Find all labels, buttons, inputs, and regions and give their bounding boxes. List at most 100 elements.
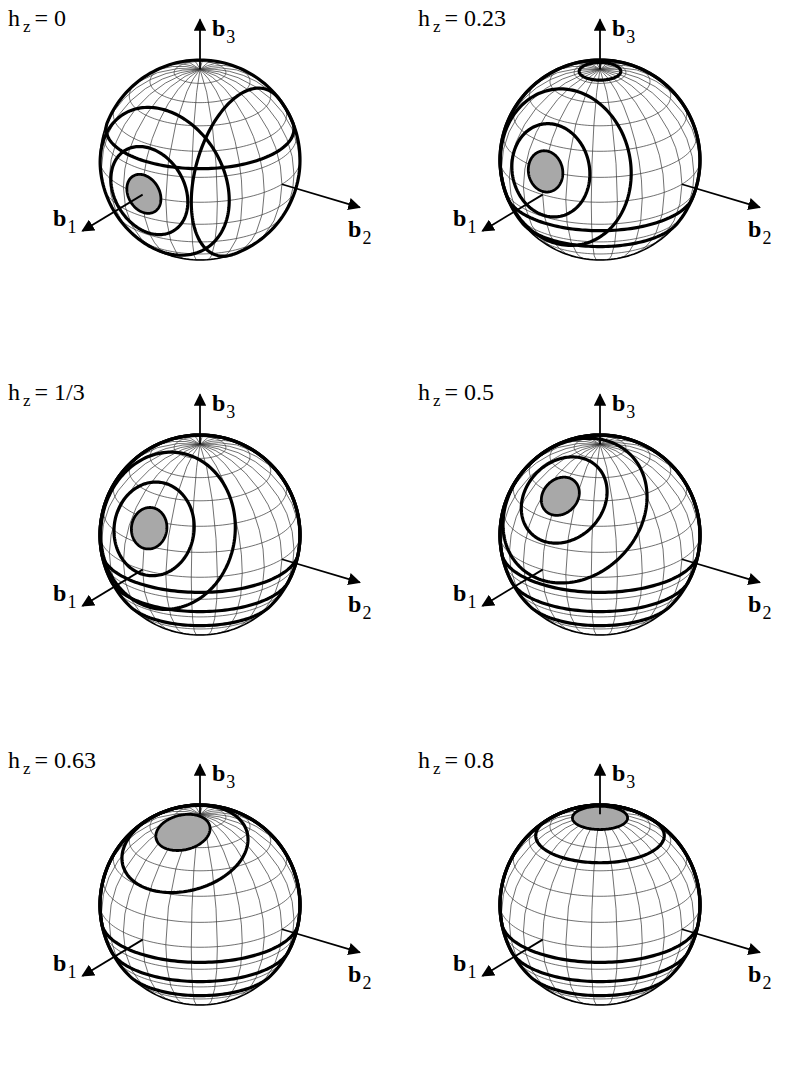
sphere	[82, 20, 359, 260]
axis-label: b3	[212, 761, 235, 791]
label-text: b	[748, 591, 761, 617]
shaded-region	[528, 151, 563, 192]
subscript: 2	[362, 228, 371, 248]
subscript: z	[433, 391, 441, 410]
graticule	[100, 435, 300, 635]
sphere	[82, 395, 359, 635]
axis-label: b3	[612, 391, 635, 421]
trajectory	[500, 805, 700, 962]
axis-label: b2	[748, 592, 771, 622]
label-text: = 0	[35, 5, 67, 31]
axis-label: b3	[212, 16, 235, 46]
axis-label: b1	[53, 206, 76, 236]
subscript: 2	[762, 973, 771, 993]
label-text: = 0.5	[445, 379, 495, 405]
trajectory	[503, 438, 647, 583]
axis-arrow	[282, 184, 360, 207]
trajectory	[106, 60, 294, 169]
trajectory	[114, 482, 194, 576]
sphere	[482, 765, 759, 1005]
axis-arrow	[199, 395, 201, 445]
axis-arrow	[199, 765, 201, 815]
subscript: 1	[67, 217, 76, 237]
label-text: = 0.63	[35, 747, 97, 773]
label-text: b	[453, 205, 466, 231]
axis-label: b1	[453, 951, 476, 981]
axis-arrow	[599, 395, 601, 445]
trajectory	[100, 805, 300, 962]
trajectory	[500, 435, 700, 592]
axis-arrow	[82, 570, 142, 606]
subscript: z	[433, 17, 441, 36]
axis-label: b2	[748, 217, 771, 247]
graticule	[100, 60, 300, 260]
axis-label: b3	[612, 16, 635, 46]
panel-title: hz= 1/3	[8, 380, 85, 409]
label-text: b	[212, 390, 225, 416]
graticule	[500, 435, 700, 635]
subscript: z	[23, 759, 31, 778]
label-text: h	[418, 379, 430, 405]
subscript: 3	[626, 772, 635, 792]
label-text: = 1/3	[35, 379, 85, 405]
panel-title: hz= 0.23	[418, 6, 506, 35]
subscript: 3	[226, 772, 235, 792]
subscript: 3	[226, 27, 235, 47]
subscript: 2	[762, 228, 771, 248]
sphere	[82, 765, 359, 1005]
trajectory	[100, 435, 300, 592]
label-text: b	[348, 591, 361, 617]
axis-arrow	[482, 940, 542, 976]
axis-arrow	[282, 929, 360, 952]
label-text: b	[53, 580, 66, 606]
subscript: 2	[362, 603, 371, 623]
panel-title: hz= 0.8	[418, 748, 494, 777]
axis-arrow	[199, 20, 201, 70]
axis-label: b2	[348, 592, 371, 622]
label-text: b	[212, 760, 225, 786]
label-text: b	[612, 390, 625, 416]
label-text: b	[348, 216, 361, 242]
label-text: h	[8, 5, 20, 31]
subscript: 1	[67, 592, 76, 612]
axis-label: b2	[348, 217, 371, 247]
axis-arrow	[682, 184, 760, 207]
label-text: b	[348, 961, 361, 987]
label-text: b	[53, 205, 66, 231]
axis-arrow	[482, 195, 542, 231]
label-text: = 0.8	[445, 747, 495, 773]
axis-arrow	[599, 765, 601, 815]
label-text: b	[453, 950, 466, 976]
axis-label: b3	[212, 391, 235, 421]
shaded-region	[131, 507, 167, 548]
label-text: h	[418, 747, 430, 773]
trajectory	[122, 805, 248, 892]
graticule	[100, 805, 300, 1005]
label-text: b	[53, 950, 66, 976]
subscript: z	[23, 17, 31, 36]
subscript: z	[23, 391, 31, 410]
graticule	[500, 805, 700, 1005]
label-text: b	[212, 15, 225, 41]
axis-arrow	[682, 929, 760, 952]
axis-label: b1	[453, 581, 476, 611]
panel-title: hz= 0.63	[8, 748, 96, 777]
panel-title: hz= 0	[8, 6, 66, 35]
label-text: b	[748, 216, 761, 242]
axis-arrow	[599, 20, 601, 70]
axis-label: b2	[748, 962, 771, 992]
trajectory	[512, 124, 590, 217]
panel-title: hz= 0.5	[418, 380, 494, 409]
axis-arrow	[82, 195, 142, 231]
shaded-region	[156, 814, 210, 850]
axis-arrow	[682, 559, 760, 582]
subscript: 2	[762, 603, 771, 623]
subscript: 1	[467, 962, 476, 982]
shaded-region	[541, 477, 579, 515]
axis-arrow	[82, 940, 142, 976]
subscript: 1	[467, 592, 476, 612]
shaded-region	[127, 174, 161, 213]
label-text: b	[612, 15, 625, 41]
label-text: = 0.23	[445, 5, 507, 31]
